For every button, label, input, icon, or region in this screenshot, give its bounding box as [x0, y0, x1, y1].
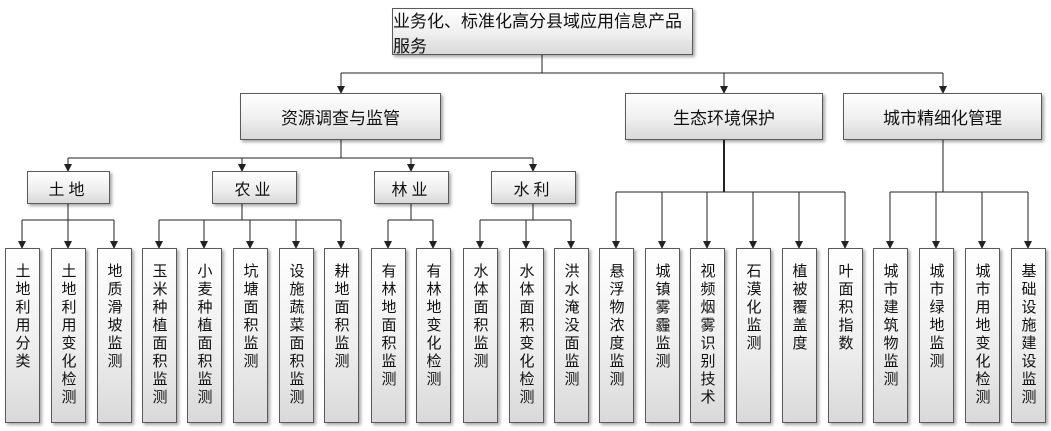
leaf-node: 叶面积指数	[828, 248, 863, 423]
leaf-node: 设施蔬菜面积监测	[279, 248, 314, 423]
leaf-node: 视频烟雾识别技术	[690, 248, 725, 423]
leaf-node: 有林地变化检测	[416, 248, 451, 423]
leaf-node: 玉米种植面积监测	[142, 248, 177, 423]
leaf-node: 有林地面积监测	[371, 248, 406, 423]
leaf-node: 悬浮物浓度监测	[599, 248, 634, 423]
leaf-node: 植被覆盖度	[782, 248, 817, 423]
leaf-node: 城市用地变化检测	[965, 248, 1000, 423]
category-agri: 农业	[212, 171, 297, 204]
category-forest: 林业	[374, 171, 449, 204]
leaf-node: 城市建筑物监测	[873, 248, 908, 423]
category-water: 水利	[491, 171, 576, 204]
leaf-node: 城镇雾霾监测	[645, 248, 680, 423]
category-land: 土地	[27, 171, 110, 204]
leaf-node: 坑塘面积监测	[233, 248, 268, 423]
ecology-node: 生态环境保护	[625, 93, 823, 140]
root-node: 业务化、标准化高分县域应用信息产品服务	[392, 8, 693, 57]
leaf-node: 水体面积变化检测	[509, 248, 544, 423]
leaf-node: 耕地面积监测	[324, 248, 359, 423]
city-node: 城市精细化管理	[843, 93, 1042, 140]
leaf-node: 城市绿地监测	[919, 248, 954, 423]
leaf-node: 水体面积监测	[463, 248, 498, 423]
leaf-node: 石漠化监测	[736, 248, 771, 423]
leaf-node: 基础设施建设监测	[1011, 248, 1046, 423]
leaf-node: 土地利用变化检测	[51, 248, 86, 423]
resources-node: 资源调查与监管	[240, 93, 441, 140]
leaf-node: 小麦种植面积监测	[187, 248, 222, 423]
leaf-node: 地质滑坡监测	[97, 248, 132, 423]
leaf-node: 土地利用分类	[5, 248, 40, 423]
leaf-node: 洪水淹没面监测	[554, 248, 589, 423]
